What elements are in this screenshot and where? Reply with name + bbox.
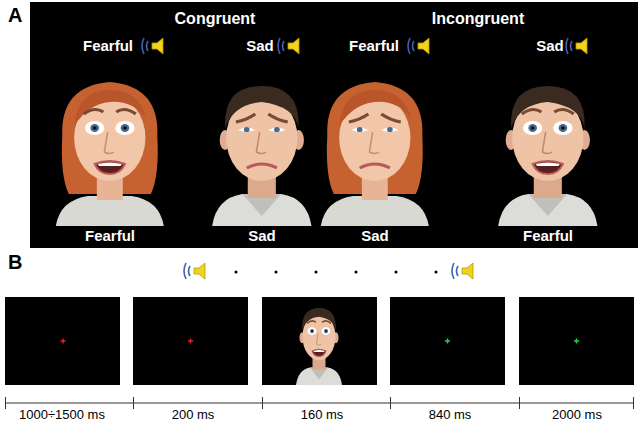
panel-letter: B [8,251,22,273]
face-emotion-label: Fearful [523,228,573,245]
condition-heading: Incongruent [432,10,524,28]
face-emotion-label: Fearful [85,228,135,245]
voice-emotion-label: Fearful [349,38,399,55]
face-emotion-label: Sad [361,228,389,245]
voice-emotion-label: Fearful [83,38,133,55]
condition-heading: Congruent [175,10,256,28]
duration-label: 840 ms [429,408,472,422]
voice-emotion-label: Sad [246,38,274,55]
voice-emotion-label: Sad [536,38,564,55]
face-emotion-label: Sad [248,228,276,245]
duration-label: 200 ms [172,408,215,422]
duration-label: 2000 ms [552,408,602,422]
panel-letter: A [8,4,22,26]
duration-label: 1000÷1500 ms [19,408,105,422]
duration-label: 160 ms [301,408,344,422]
